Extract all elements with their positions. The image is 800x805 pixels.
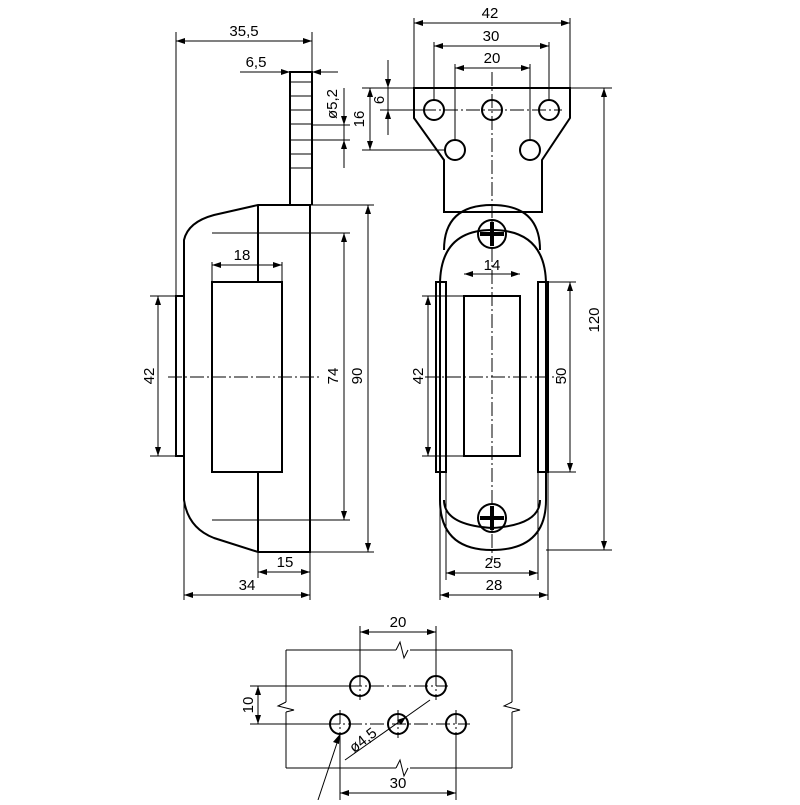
dim-pattern-20: 20 — [359, 614, 437, 676]
label-front-14: 14 — [484, 257, 501, 274]
dim-side-35-5: 35,5 — [175, 23, 313, 296]
label-pattern-hole-diameter: ø4,5 — [346, 725, 380, 757]
hole-lower-left — [444, 139, 466, 161]
label-side-15: 15 — [277, 554, 294, 571]
dim-side-6-5: 6,5 — [240, 54, 338, 75]
label-front-25: 25 — [485, 555, 502, 572]
front-mounting-plate — [413, 87, 571, 213]
front-view: 42 30 20 6 — [351, 5, 612, 600]
label-front-30: 30 — [483, 28, 500, 45]
front-body-outer — [439, 228, 547, 552]
dim-side-74: 74 — [325, 233, 347, 520]
label-side-35-5: 35,5 — [229, 23, 258, 40]
label-front-28: 28 — [486, 577, 503, 594]
side-plate-hole-lines — [290, 81, 312, 169]
dim-side-42: 42 — [141, 295, 176, 457]
dim-front-height-42: 42 — [410, 295, 464, 457]
label-front-6: 6 — [371, 96, 388, 104]
dim-pattern-10: 10 — [240, 685, 350, 725]
side-back-flange — [175, 295, 184, 457]
dim-front-120: 120 — [546, 87, 612, 551]
side-view: 35,5 6,5 ø5,2 18 — [141, 23, 374, 600]
label-front-height-42: 42 — [410, 368, 427, 385]
pattern-outline — [276, 640, 521, 778]
dim-front-25: 25 — [445, 472, 539, 580]
dim-front-30: 30 — [433, 28, 550, 100]
label-front-120: 120 — [586, 307, 603, 332]
label-front-50: 50 — [553, 368, 570, 385]
label-front-20: 20 — [484, 50, 501, 67]
dim-front-28: 28 — [439, 472, 549, 600]
dim-front-20: 20 — [454, 50, 531, 140]
label-side-74: 74 — [325, 368, 342, 385]
label-front-42: 42 — [482, 5, 499, 22]
label-side-34: 34 — [239, 577, 256, 594]
label-pattern-30: 30 — [390, 775, 407, 792]
side-mounting-plate — [289, 71, 313, 205]
label-side-18: 18 — [234, 247, 251, 264]
dim-front-42: 42 — [413, 5, 571, 88]
dim-side-18: 18 — [211, 247, 283, 282]
label-pattern-10: 10 — [240, 697, 257, 714]
dim-side-90: 90 — [310, 204, 374, 553]
pattern-center-lines — [326, 672, 470, 738]
label-side-hole-diameter: ø5,2 — [324, 89, 341, 119]
dim-front-14: 14 — [464, 257, 520, 277]
label-front-16: 16 — [351, 111, 368, 128]
dim-side-15: 15 — [257, 552, 311, 578]
label-side-6-5: 6,5 — [246, 54, 267, 71]
label-side-90: 90 — [349, 368, 366, 385]
dim-front-50: 50 — [548, 281, 576, 473]
hole-lower-right — [519, 139, 541, 161]
dim-front-16: 16 — [351, 87, 445, 151]
dim-front-6: 6 — [371, 60, 424, 135]
label-pattern-20: 20 — [390, 614, 407, 631]
dim-pattern-30: 30 — [339, 734, 457, 800]
dim-side-34: 34 — [183, 500, 311, 600]
label-side-42: 42 — [141, 368, 158, 385]
dim-side-hole-diameter: ø5,2 — [312, 88, 350, 168]
hole-pattern-view: 20 10 ø4,5 30 — [240, 614, 521, 801]
